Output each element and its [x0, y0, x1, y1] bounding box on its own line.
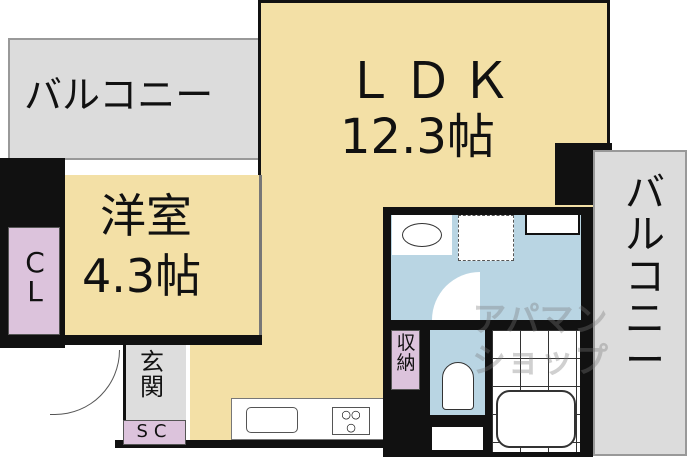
closet: CL — [8, 227, 60, 335]
balcony-right-label: バルコニー — [625, 170, 665, 384]
balcony-top: バルコニー — [8, 38, 260, 160]
storage-label: 収納 — [396, 332, 416, 374]
bathroom — [492, 330, 580, 452]
western-size: 4.3帖 — [82, 249, 202, 303]
closet-label: CL — [25, 246, 45, 309]
watermark: アパマンショップ — [472, 300, 608, 381]
ldk-label: ＬＤＫ — [345, 52, 519, 110]
toilet-vent-box — [430, 425, 485, 452]
western-room — [65, 175, 262, 335]
ldk-size: 12.3帖 — [340, 109, 495, 165]
toilet-room — [430, 330, 485, 415]
sink-icon — [246, 407, 298, 433]
toilet-icon — [442, 362, 474, 410]
washbasin-icon — [392, 215, 452, 255]
bathtub-icon — [496, 390, 576, 448]
western-label: 洋室 — [100, 189, 192, 243]
entrance-label: 玄関 — [140, 348, 164, 402]
entrance: 玄関 — [123, 345, 186, 420]
wall-west-bottom — [0, 335, 262, 345]
balcony-top-label: バルコニー — [24, 73, 214, 117]
kitchen-counter: ○○○ — [231, 398, 386, 440]
shoe-closet: SC — [123, 420, 186, 445]
wall-bottom — [115, 440, 390, 448]
stove-icon: ○○○ — [332, 407, 370, 435]
shoe-closet-label: SC — [136, 421, 173, 442]
balcony-right: バルコニー — [593, 150, 687, 456]
entry-door-swing[interactable] — [50, 350, 120, 415]
washing-machine-space — [458, 215, 514, 261]
storage: 収納 — [391, 330, 420, 390]
ventilation-box — [525, 213, 580, 235]
